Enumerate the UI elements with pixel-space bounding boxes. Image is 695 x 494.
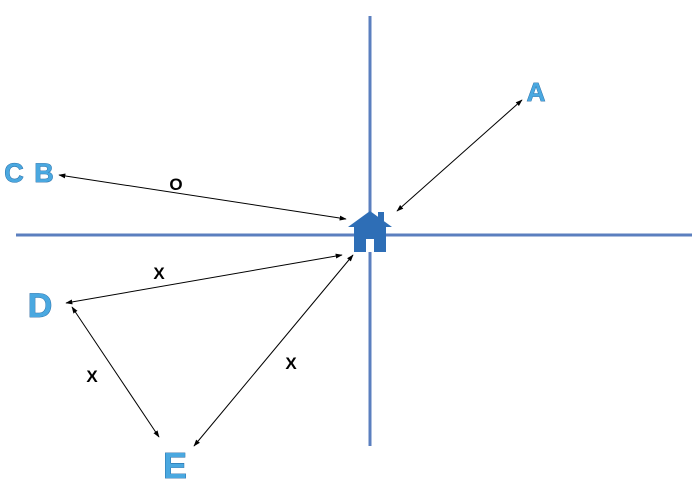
point-label-d: D bbox=[28, 287, 53, 325]
connector-cb-home bbox=[58, 173, 347, 221]
edge-label-d-e: X bbox=[86, 367, 98, 386]
point-label-e: E bbox=[163, 445, 187, 486]
connector-a-home bbox=[396, 99, 523, 212]
point-label-c: C bbox=[4, 158, 24, 188]
connector-d-home bbox=[65, 253, 343, 305]
edge-label-d-home: X bbox=[153, 264, 165, 283]
house-icon bbox=[348, 211, 392, 252]
connector-e-home bbox=[193, 254, 354, 447]
point-label-a: A bbox=[527, 77, 546, 107]
edge-label-cb-home: O bbox=[169, 175, 182, 194]
point-label-b: B bbox=[34, 158, 54, 188]
connector-d-e bbox=[71, 306, 160, 438]
edge-label-e-home: X bbox=[285, 354, 297, 373]
